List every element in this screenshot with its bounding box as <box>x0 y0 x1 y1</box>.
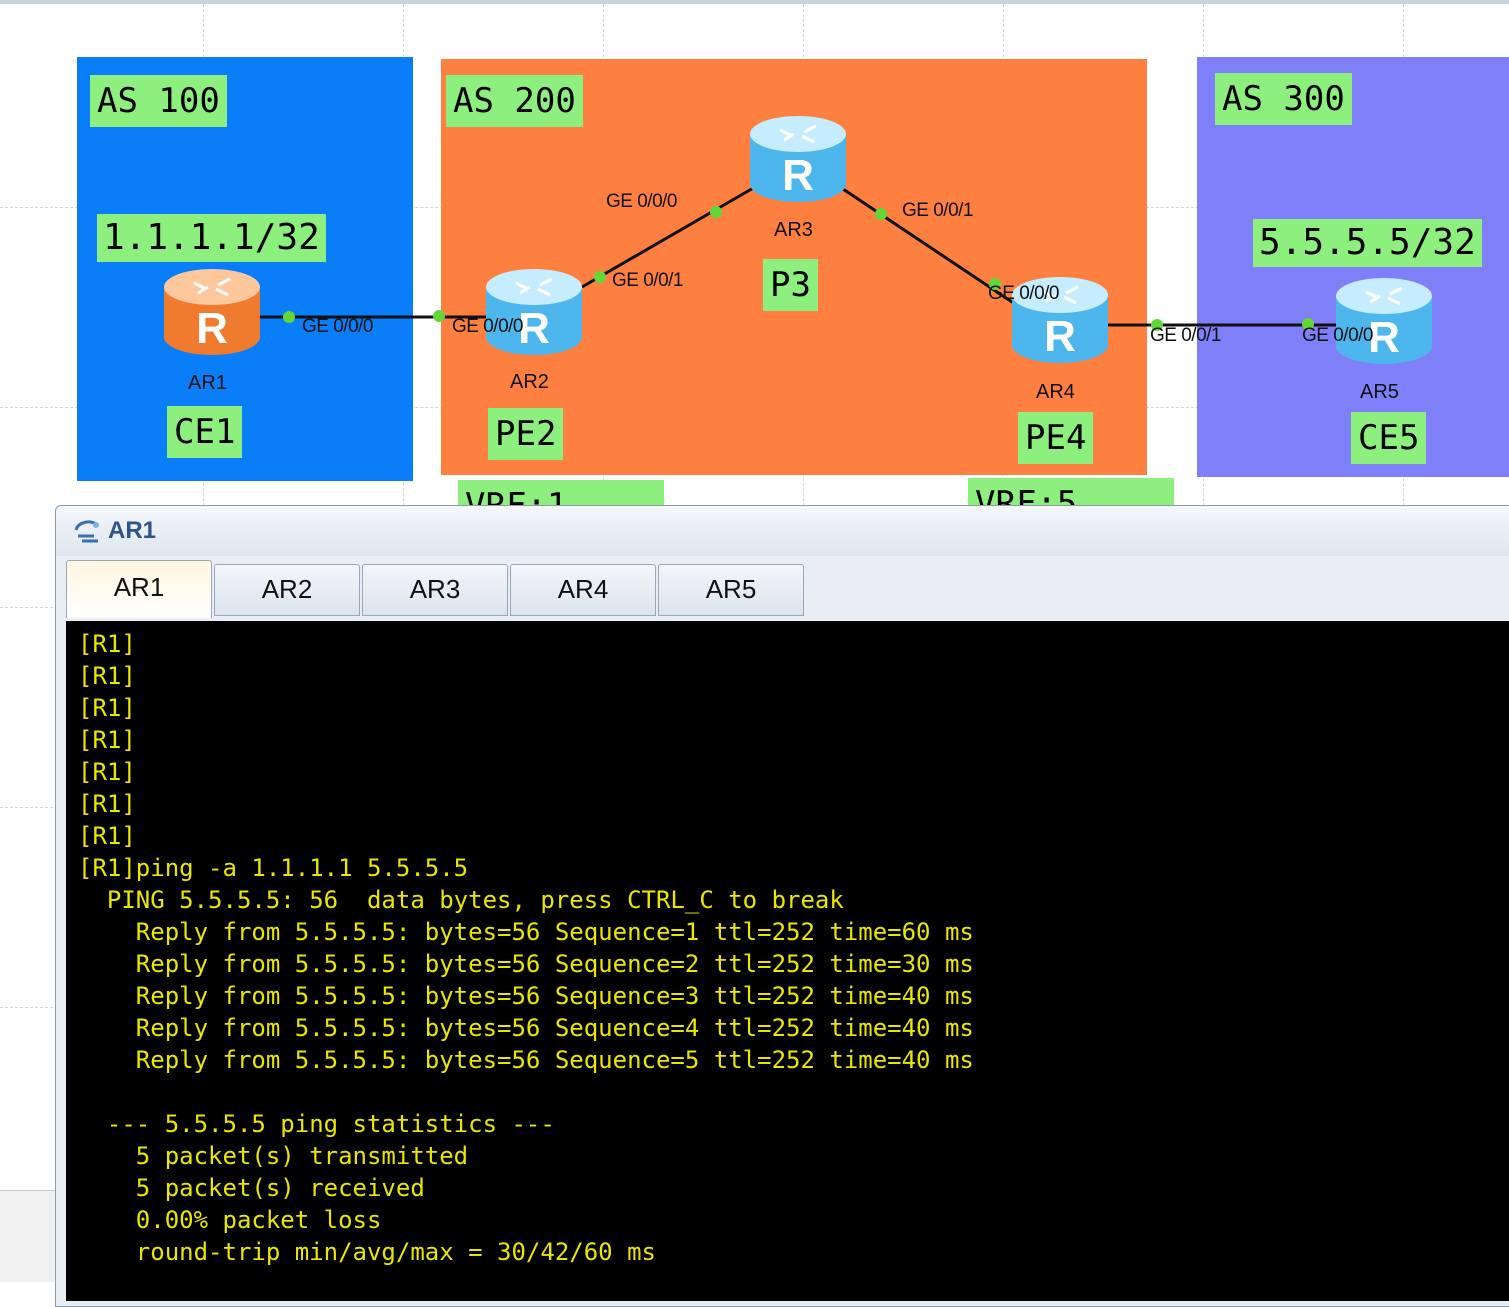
left-panel-edge <box>0 1190 55 1282</box>
role-label-ce5[interactable]: CE5 <box>1351 412 1427 464</box>
prefix-label-ar5[interactable]: 5.5.5.5/32 <box>1253 219 1482 267</box>
prefix-label-ar1[interactable]: 1.1.1.1/32 <box>97 214 326 262</box>
port-dot <box>1151 319 1163 331</box>
port-label-ar3-ge000: GE 0/0/0 <box>606 191 678 212</box>
terminal-icon <box>74 520 99 543</box>
link-ar3-ar4 <box>839 185 1016 306</box>
svg-text:R: R <box>1044 312 1076 361</box>
router-ar2-icon[interactable]: R <box>484 267 584 357</box>
console-line: Reply from 5.5.5.5: bytes=56 Sequence=2 … <box>78 950 974 978</box>
svg-text:R: R <box>518 304 550 353</box>
tab-bar: AR1 AR2 AR3 AR4 AR5 <box>66 560 1509 618</box>
tab-ar3[interactable]: AR3 <box>362 564 508 616</box>
window-title-bar[interactable]: AR1 <box>56 506 1509 556</box>
router-name-ar1: AR1 <box>188 372 227 394</box>
port-label-ar1-ge000: GE 0/0/0 <box>302 316 374 337</box>
svg-text:R: R <box>196 304 228 353</box>
console-line: 5 packet(s) transmitted <box>78 1142 469 1170</box>
port-dot <box>875 208 887 220</box>
console-line: Reply from 5.5.5.5: bytes=56 Sequence=4 … <box>78 1014 974 1042</box>
console-line: PING 5.5.5.5: 56 data bytes, press CTRL_… <box>78 886 844 914</box>
router-name-ar4: AR4 <box>1036 381 1075 403</box>
as-200-label[interactable]: AS 200 <box>446 75 583 127</box>
svg-text:R: R <box>782 151 814 200</box>
router-ar3-icon[interactable]: R <box>748 114 848 204</box>
port-label-ar5-ge000: GE 0/0/0 <box>1302 325 1374 346</box>
svg-text:R: R <box>1368 313 1400 362</box>
console-line: [R1]ping -a 1.1.1.1 5.5.5.5 <box>78 854 469 882</box>
tab-ar1[interactable]: AR1 <box>66 560 212 618</box>
port-dot <box>283 311 295 323</box>
role-label-ce1[interactable]: CE1 <box>167 406 243 458</box>
link-ar2-ar3 <box>581 185 756 289</box>
console-line <box>66 1076 1509 1108</box>
console-window[interactable]: AR1 AR1 AR2 AR3 AR4 AR5 [R1] [R1] [R1] [… <box>55 505 1509 1307</box>
console-line: Reply from 5.5.5.5: bytes=56 Sequence=5 … <box>78 1046 974 1074</box>
console-line: Reply from 5.5.5.5: bytes=56 Sequence=3 … <box>78 982 974 1010</box>
console-line: Reply from 5.5.5.5: bytes=56 Sequence=1 … <box>78 918 974 946</box>
window-title: AR1 <box>108 517 157 544</box>
router-ar4-icon[interactable]: R <box>1010 275 1110 365</box>
console-line: [R1] <box>78 790 136 818</box>
router-ar1-icon[interactable]: R <box>162 267 262 357</box>
port-dot <box>989 278 1001 290</box>
port-label-ar4-ge000: GE 0/0/0 <box>988 283 1060 304</box>
console-line: round-trip min/avg/max = 30/42/60 ms <box>78 1238 656 1266</box>
console-line: [R1] <box>78 758 136 786</box>
terminal-output[interactable]: [R1] [R1] [R1] [R1] [R1] [R1] [R1] [R1]p… <box>66 621 1509 1301</box>
as-100-area[interactable] <box>77 57 413 481</box>
console-line: [R1] <box>78 630 136 658</box>
router-name-ar3: AR3 <box>774 219 813 241</box>
console-line: --- 5.5.5.5 ping statistics --- <box>78 1110 555 1138</box>
router-name-ar5: AR5 <box>1360 381 1399 403</box>
router-name-ar2: AR2 <box>510 371 549 393</box>
role-label-pe2[interactable]: PE2 <box>488 408 564 460</box>
role-label-pe4[interactable]: PE4 <box>1018 412 1094 464</box>
port-label-ar2-ge000: GE 0/0/0 <box>452 316 524 337</box>
router-ar5-icon[interactable]: R <box>1334 276 1434 366</box>
port-dot <box>710 206 722 218</box>
port-label-ar3-ge001: GE 0/0/1 <box>902 200 974 221</box>
tab-ar4[interactable]: AR4 <box>510 564 656 616</box>
port-dot <box>1302 318 1314 330</box>
tab-ar5[interactable]: AR5 <box>658 564 804 616</box>
console-line: [R1] <box>78 694 136 722</box>
console-line: [R1] <box>78 662 136 690</box>
role-label-p3[interactable]: P3 <box>763 259 818 311</box>
port-dot <box>433 310 445 322</box>
as-300-label[interactable]: AS 300 <box>1215 73 1352 125</box>
console-line: 0.00% packet loss <box>78 1206 382 1234</box>
as-300-area[interactable] <box>1197 57 1509 477</box>
port-label-ar4-ge001: GE 0/0/1 <box>1150 325 1222 346</box>
console-line: 5 packet(s) received <box>78 1174 425 1202</box>
console-line: [R1] <box>78 726 136 754</box>
port-label-ar2-ge001: GE 0/0/1 <box>612 270 684 291</box>
console-line: [R1] <box>78 822 136 850</box>
tab-ar2[interactable]: AR2 <box>214 564 360 616</box>
links-layer <box>258 185 1340 331</box>
as-100-label[interactable]: AS 100 <box>90 75 227 127</box>
port-dot <box>594 271 606 283</box>
